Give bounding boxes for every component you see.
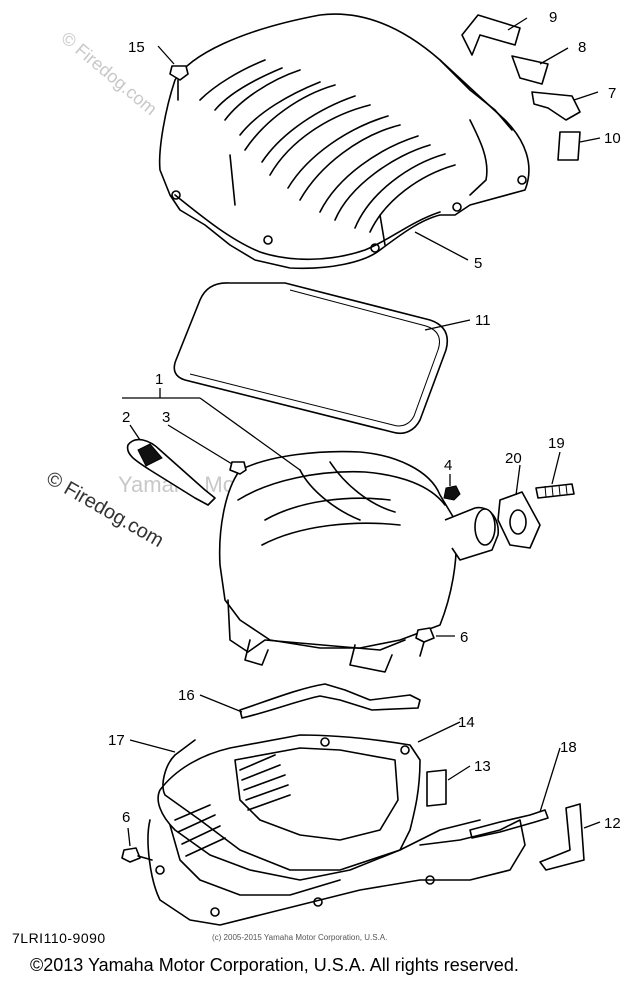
copyright-notice: ©2013 Yamaha Motor Corporation, U.S.A. A… (30, 955, 519, 975)
callout-1: 1 (155, 371, 163, 388)
seal-strip-18 (469, 809, 549, 839)
callout-labels: 15 9 8 7 10 5 11 1 2 3 4 20 19 6 16 17 1… (108, 9, 621, 832)
gasket-20 (497, 491, 541, 549)
seal-7 (531, 91, 581, 121)
callout-3: 3 (162, 409, 170, 426)
callout-6-lower: 6 (122, 809, 130, 826)
air-filter-element-11 (173, 282, 449, 435)
callout-17: 17 (108, 732, 125, 749)
callout-12: 12 (604, 815, 621, 832)
bolt-15 (169, 65, 189, 101)
air-box-body-1 (218, 450, 500, 673)
callout-14: 14 (458, 714, 475, 731)
bolt-6-lower (121, 847, 153, 863)
callout-9: 9 (549, 9, 557, 26)
callout-11: 11 (475, 312, 491, 329)
seal-8 (511, 55, 549, 85)
pad-13 (426, 769, 447, 807)
stud-19 (535, 483, 575, 499)
callout-13: 13 (474, 758, 491, 775)
air-box-top-cover (158, 13, 530, 270)
callout-4: 4 (444, 457, 452, 474)
small-copyright: (c) 2005-2015 Yamaha Motor Corporation, … (212, 933, 388, 942)
callout-7: 7 (608, 85, 616, 102)
callout-15: 15 (128, 39, 145, 56)
leader-lines (122, 17, 601, 847)
callout-16: 16 (178, 687, 195, 704)
callout-19: 19 (548, 435, 565, 452)
callout-8: 8 (578, 39, 586, 56)
callout-5: 5 (474, 255, 482, 272)
callout-2: 2 (122, 409, 130, 426)
seal-strip-16 (239, 683, 421, 719)
callout-10: 10 (604, 130, 621, 147)
screw-3 (229, 461, 247, 475)
bolt-6-upper (415, 627, 435, 657)
callout-20: 20 (505, 450, 522, 467)
clip-12 (539, 803, 585, 871)
callout-18: 18 (560, 739, 577, 756)
pad-10 (557, 131, 581, 161)
callout-6-upper: 6 (460, 629, 468, 646)
gasket-17 (162, 739, 481, 871)
watermark-firedog-top: © Firedog.com (57, 28, 160, 119)
air-box-lower-case-14 (147, 734, 526, 926)
clip-9 (461, 14, 521, 56)
diagram-code: 7LRI110-9090 (12, 930, 106, 946)
nut-4 (443, 485, 461, 501)
